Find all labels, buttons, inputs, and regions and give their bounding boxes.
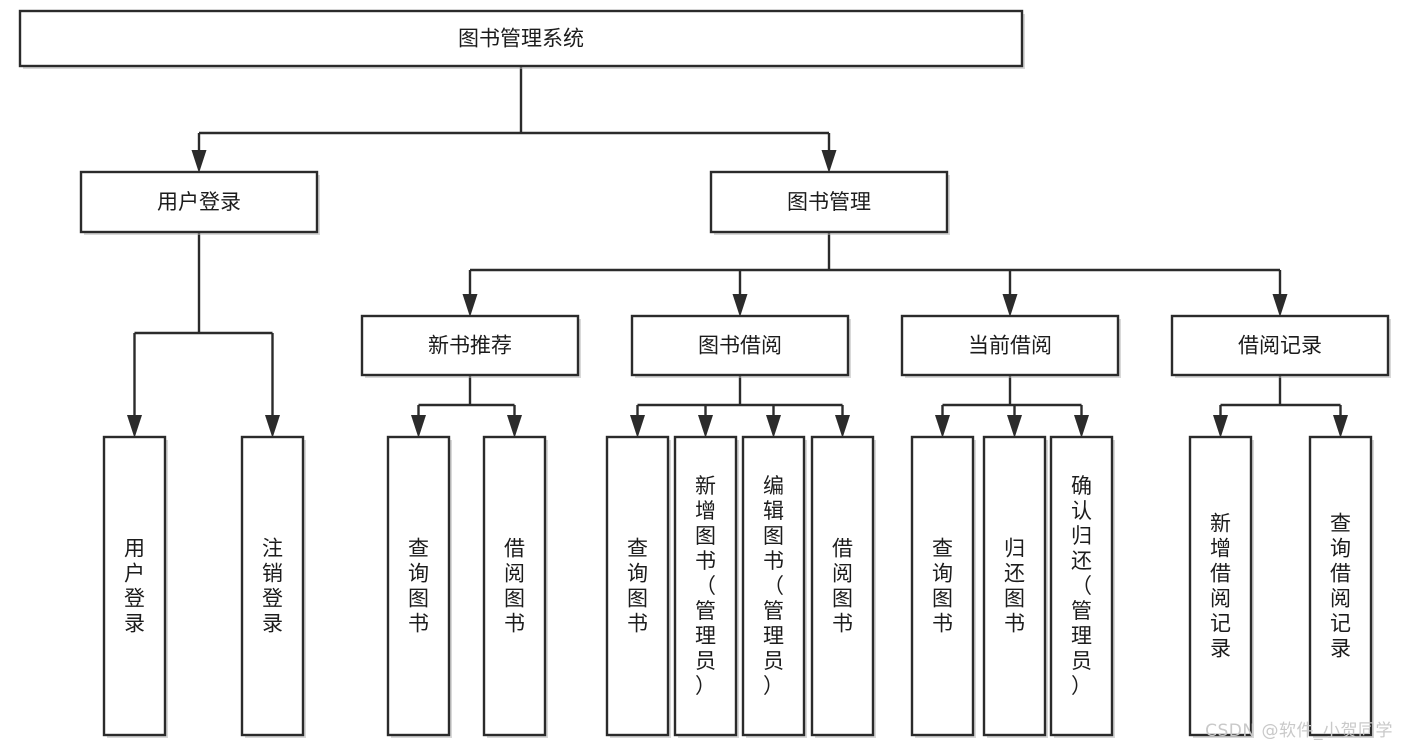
- node-label: 借阅图书: [832, 537, 853, 636]
- node-rect: [900, 314, 1120, 377]
- node-label: 新增图书（管理员）: [695, 474, 716, 698]
- node-leaf-add-book[interactable]: 新增图书（管理员）: [673, 435, 739, 738]
- node-rect: [1188, 435, 1253, 737]
- node-rect: [79, 170, 319, 234]
- node-rect: [1308, 435, 1373, 737]
- node-rect: [605, 435, 670, 737]
- node-label: 查询图书: [408, 537, 429, 636]
- node-label: 确认归还（管理员）: [1071, 474, 1092, 698]
- node-label: 图书管理系统: [458, 27, 584, 51]
- node-root[interactable]: 图书管理系统: [18, 9, 1025, 69]
- node-label: 图书管理: [787, 190, 871, 214]
- node-layer: 图书管理系统用户登录图书管理新书推荐图书借阅当前借阅借阅记录用户登录注销登录查询…: [18, 9, 1391, 738]
- node-leaf-user-logout[interactable]: 注销登录: [240, 435, 306, 738]
- connector-layer: [127, 66, 1348, 438]
- node-rect: [386, 435, 451, 737]
- node-rect: [982, 435, 1047, 737]
- node-borrow-record[interactable]: 借阅记录: [1170, 314, 1391, 378]
- node-rect: [18, 9, 1024, 68]
- node-rect: [810, 435, 875, 737]
- node-rect: [482, 435, 547, 737]
- node-rect: [910, 435, 975, 737]
- node-leaf-borrow-book-2[interactable]: 借阅图书: [810, 435, 876, 738]
- node-label: 新书推荐: [428, 334, 512, 358]
- node-label: 归还图书: [1004, 537, 1025, 636]
- node-rect: [673, 435, 738, 737]
- node-rect: [741, 435, 806, 737]
- node-rect: [240, 435, 305, 737]
- node-rect: [1170, 314, 1390, 377]
- node-book-borrow[interactable]: 图书借阅: [630, 314, 851, 378]
- csdn-watermark: CSDN @软件_小贺同学: [1205, 721, 1393, 741]
- node-leaf-query-book-2[interactable]: 查询图书: [605, 435, 671, 738]
- node-leaf-add-record[interactable]: 新增借阅记录: [1188, 435, 1254, 738]
- node-label: 用户登录: [157, 190, 241, 214]
- node-label: 注销登录: [262, 537, 283, 636]
- node-leaf-return-book[interactable]: 归还图书: [982, 435, 1048, 738]
- node-book-manage[interactable]: 图书管理: [709, 170, 950, 235]
- node-leaf-query-record[interactable]: 查询借阅记录: [1308, 435, 1374, 738]
- node-label: 新增借阅记录: [1210, 512, 1231, 661]
- node-current-borrow[interactable]: 当前借阅: [900, 314, 1121, 378]
- node-label: 当前借阅: [968, 334, 1052, 358]
- node-leaf-confirm-return[interactable]: 确认归还（管理员）: [1049, 435, 1115, 738]
- node-leaf-query-book-1[interactable]: 查询图书: [386, 435, 452, 738]
- node-new-book-rec[interactable]: 新书推荐: [360, 314, 581, 378]
- node-label: 查询图书: [932, 537, 953, 636]
- node-label: 编辑图书（管理员）: [763, 474, 784, 698]
- node-leaf-borrow-book-1[interactable]: 借阅图书: [482, 435, 548, 738]
- node-label: 查询图书: [627, 537, 648, 636]
- node-label: 查询借阅记录: [1330, 512, 1351, 661]
- node-leaf-query-book-3[interactable]: 查询图书: [910, 435, 976, 738]
- node-rect: [709, 170, 949, 234]
- node-label: 借阅记录: [1238, 334, 1322, 358]
- node-rect: [1049, 435, 1114, 737]
- node-leaf-user-login[interactable]: 用户登录: [102, 435, 168, 738]
- node-label: 用户登录: [124, 537, 145, 636]
- node-leaf-edit-book[interactable]: 编辑图书（管理员）: [741, 435, 807, 738]
- node-rect: [102, 435, 167, 737]
- node-user-login[interactable]: 用户登录: [79, 170, 320, 235]
- node-rect: [360, 314, 580, 377]
- node-label: 借阅图书: [504, 537, 525, 636]
- node-rect: [630, 314, 850, 377]
- node-label: 图书借阅: [698, 334, 782, 358]
